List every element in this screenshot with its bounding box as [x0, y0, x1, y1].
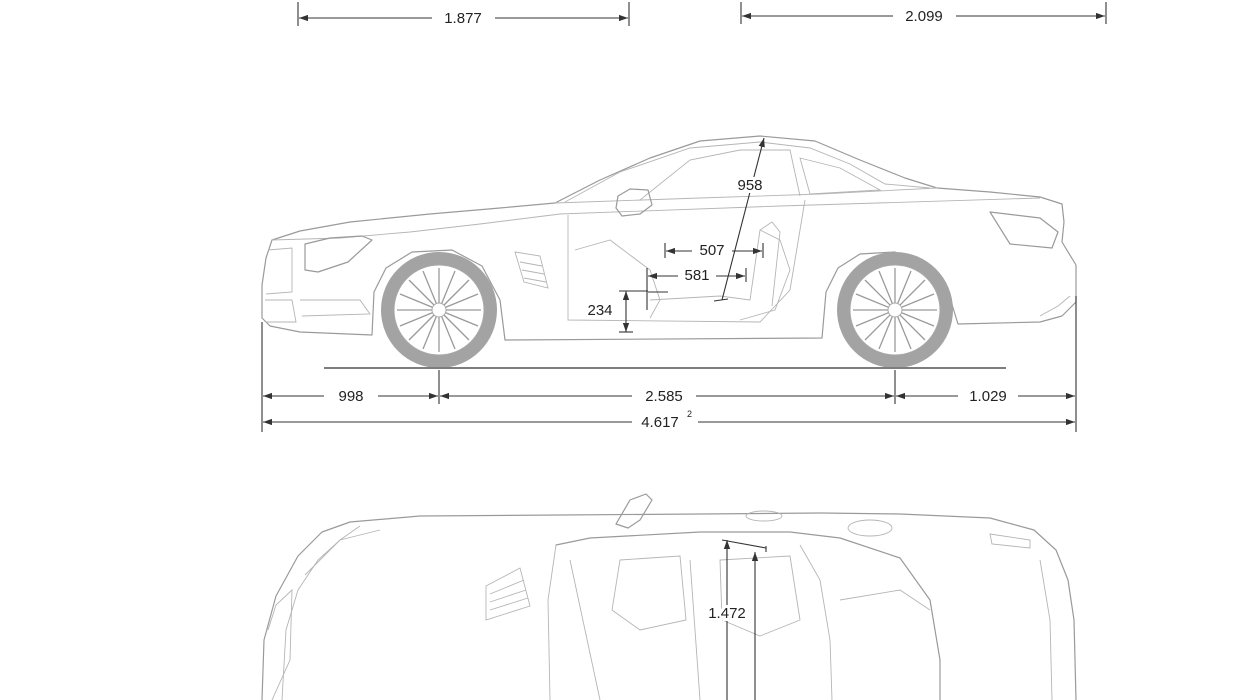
overall-width-dimension: 2.099 — [740, 2, 1107, 25]
top-view-car — [261, 493, 1077, 700]
side-body-outline — [261, 135, 1077, 341]
shoulder-label: 507 — [699, 242, 724, 259]
side-view-car — [261, 135, 1077, 369]
top-cabin — [555, 531, 941, 700]
side-mirror — [615, 188, 653, 217]
seat-height-dimension: 234 — [587, 290, 648, 333]
front-overhang-label: 998 — [338, 388, 363, 405]
roof-height-label: 1.472 — [708, 605, 746, 622]
headlight — [304, 235, 373, 273]
seat — [649, 221, 781, 307]
door-opening — [567, 199, 806, 323]
wheelbase-label: 2.585 — [645, 388, 683, 405]
shoulder-dimension: 507 — [664, 242, 764, 259]
overall-length-label: 4.617 — [641, 414, 679, 431]
front-track-dimension: 1.877 — [297, 2, 630, 27]
top-hood-vent — [485, 567, 531, 621]
side-window — [564, 141, 931, 203]
overall-length-footnote: 2 — [687, 409, 692, 419]
side-vent — [514, 251, 549, 289]
rear-wheel — [837, 252, 953, 368]
length-dimensions: 998 2.585 1.029 4.617 2 — [261, 296, 1077, 432]
top-body-outline — [261, 512, 1077, 700]
headroom-label: 958 — [737, 177, 762, 194]
seat-depth-dimension: 581 — [646, 267, 747, 310]
tail-light — [989, 211, 1059, 249]
top-mirror — [615, 493, 653, 529]
front-wheel — [381, 252, 497, 368]
rear-overhang-label: 1.029 — [969, 388, 1007, 405]
headroom-dimension: 958 — [713, 137, 766, 302]
seat-height-label: 234 — [587, 302, 612, 319]
seat-depth-label: 581 — [684, 267, 709, 284]
front-track-label: 1.877 — [444, 10, 482, 27]
roof-height-dimension: 1.472 — [705, 539, 767, 700]
overall-width-label: 2.099 — [905, 8, 943, 25]
